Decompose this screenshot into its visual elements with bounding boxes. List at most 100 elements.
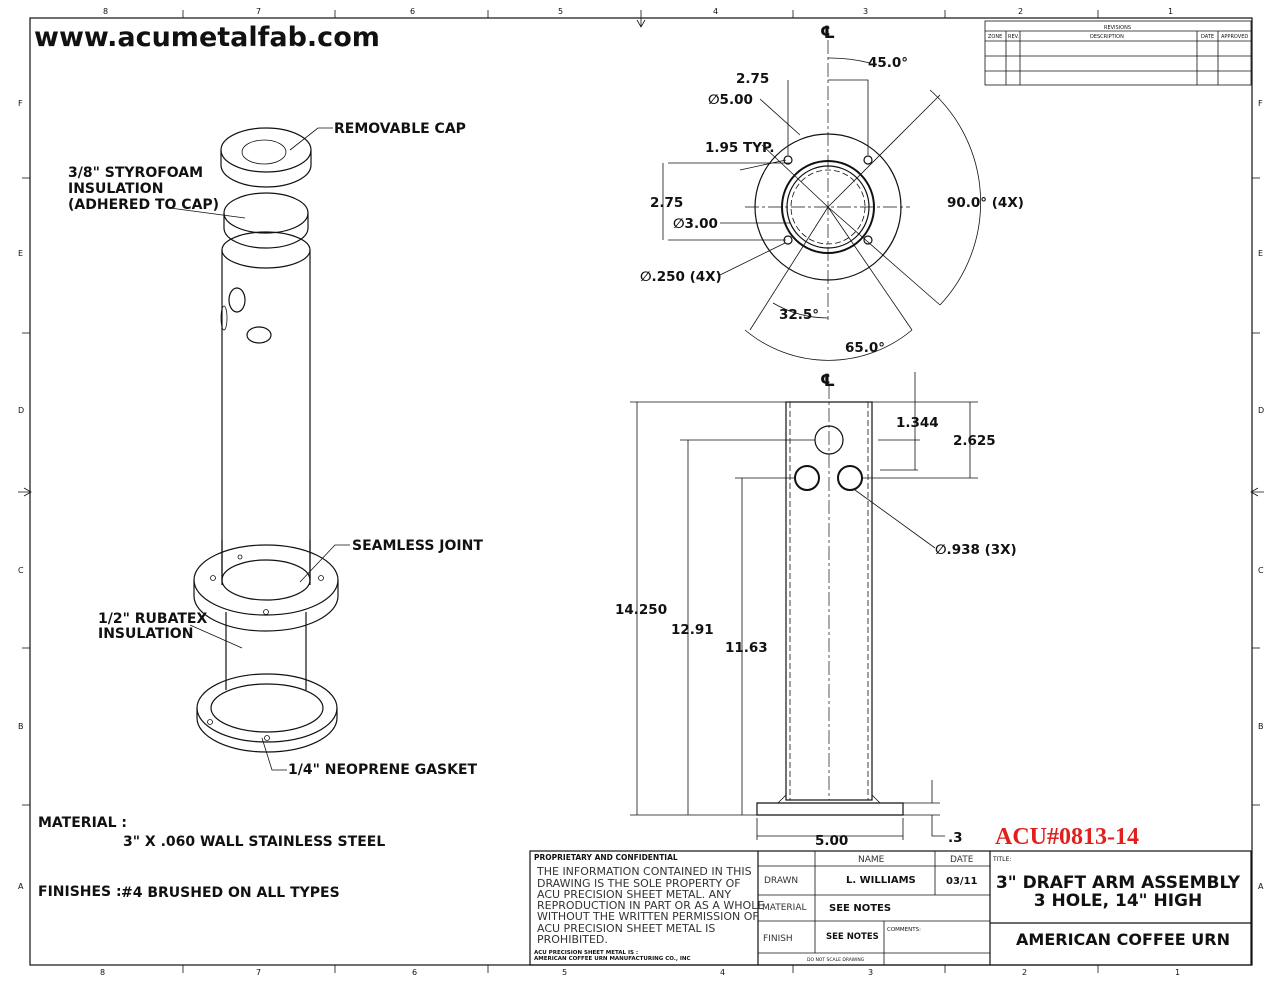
dim-2-625: 2.625	[953, 433, 996, 449]
dim-dia-5: ∅5.00	[708, 92, 753, 108]
proprietary-line: ACU PRECISION SHEET METAL. ANY	[537, 888, 731, 901]
rubatex-label: 1/2" RUBATEX	[98, 611, 207, 627]
proprietary-line: WITHOUT THE WRITTEN PERMISSION OF	[537, 910, 759, 923]
drawn-name: L. WILLIAMS	[846, 875, 916, 886]
proprietary-line: ACU PRECISION SHEET METAL IS	[537, 922, 715, 935]
flange	[193, 540, 339, 632]
dim-dia-3: ∅3.00	[673, 216, 718, 232]
styrofoam-label: INSULATION	[68, 181, 163, 197]
svg-text:A: A	[18, 882, 24, 891]
svg-text:8: 8	[103, 7, 108, 16]
website-url[interactable]: www.acumetalfab.com	[34, 22, 380, 53]
dim-angle-32-5: 32.5°	[779, 307, 819, 323]
svg-text:5: 5	[558, 7, 563, 16]
sheet-border	[29, 17, 1253, 966]
center-arrow-right-icon	[1250, 487, 1264, 497]
center-arrow-left-icon	[18, 487, 32, 497]
material-label: MATERIAL	[762, 903, 807, 913]
finishes-note-label: FINISHES :	[38, 884, 122, 900]
drawn-date: 03/11	[946, 876, 978, 887]
dim-12-91: 12.91	[671, 622, 714, 638]
rubatex-label: INSULATION	[98, 626, 193, 642]
drawing-title: 3 HOLE, 14" HIGH	[1034, 891, 1202, 911]
styrofoam-label: 3/8" STYROFOAM	[68, 165, 203, 181]
removable-cap	[220, 127, 312, 188]
svg-text:REV.: REV.	[1008, 34, 1019, 40]
dim-0-3: .3	[948, 830, 963, 846]
svg-text:ZONE: ZONE	[988, 34, 1002, 40]
material-note-label: MATERIAL :	[38, 815, 127, 831]
svg-text:2: 2	[1022, 968, 1027, 977]
do-not-scale-note: DO NOT SCALE DRAWING	[807, 957, 865, 963]
svg-text:7: 7	[256, 968, 261, 977]
center-arrow-top-icon	[636, 10, 646, 28]
styrofoam-insulation	[223, 192, 309, 249]
proprietary-line: DRAWING IS THE SOLE PROPERTY OF	[537, 877, 741, 890]
svg-text:B: B	[1258, 722, 1264, 731]
svg-text:F: F	[1258, 99, 1263, 108]
front-view: ℄ 1.344 2.625 ∅.938 (3X) 14.250 12.91 11…	[615, 371, 1017, 849]
svg-text:4: 4	[720, 968, 725, 977]
dim-angle-90: 90.0° (4X)	[947, 195, 1024, 211]
centerline-symbol: ℄	[820, 371, 835, 391]
svg-text:4: 4	[713, 7, 718, 16]
dim-5-00: 5.00	[815, 833, 848, 849]
customer-name: AMERICAN COFFEE URN	[1016, 930, 1230, 949]
dim-14-250: 14.250	[615, 602, 667, 618]
finish-label: FINISH	[763, 934, 793, 944]
proprietary-line: PROHIBITED.	[537, 933, 608, 946]
neoprene-gasket	[196, 673, 338, 753]
isometric-assembly-view: REMOVABLE CAP 3/8" STYROFOAM INSULATION …	[68, 121, 483, 778]
svg-text:5: 5	[562, 968, 567, 977]
drawn-label: DRAWN	[764, 876, 798, 886]
svg-text:B: B	[18, 722, 24, 731]
company-line: AMERICAN COFFEE URN MANUFACTURING CO., I…	[534, 956, 691, 962]
dim-dia-250: ∅.250 (4X)	[640, 269, 722, 285]
dim-11-63: 11.63	[725, 640, 768, 656]
date-header: DATE	[950, 855, 974, 865]
finishes-note-value: #4 BRUSHED ON ALL TYPES	[121, 885, 340, 901]
name-header: NAME	[858, 855, 885, 865]
svg-text:REVISIONS: REVISIONS	[1104, 25, 1131, 31]
comments-label: COMMENTS:	[887, 927, 921, 933]
svg-text:E: E	[18, 249, 23, 258]
dim-2-75-top: 2.75	[736, 71, 769, 87]
zone-ticks	[22, 10, 1260, 973]
dim-dia-938: ∅.938 (3X)	[935, 542, 1017, 558]
drawing-title: 3" DRAFT ARM ASSEMBLY	[996, 873, 1241, 893]
svg-text:7: 7	[256, 7, 261, 16]
material-value: SEE NOTES	[829, 903, 891, 914]
dim-2-75-side: 2.75	[650, 195, 683, 211]
svg-text:8: 8	[100, 968, 105, 977]
proprietary-heading: PROPRIETARY AND CONFIDENTIAL	[534, 853, 678, 862]
dim-1-344: 1.344	[896, 415, 939, 431]
svg-text:DESCRIPTION: DESCRIPTION	[1090, 34, 1124, 40]
proprietary-line: REPRODUCTION IN PART OR AS A WHOLE	[537, 899, 764, 912]
part-number: ACU#0813-14	[995, 824, 1139, 850]
dim-angle-65: 65.0°	[845, 340, 885, 356]
rubatex-insulation	[225, 612, 307, 690]
svg-text:D: D	[18, 406, 24, 415]
svg-text:A: A	[1258, 882, 1264, 891]
svg-text:6: 6	[412, 968, 417, 977]
svg-text:D: D	[1258, 406, 1264, 415]
title-block: PROPRIETARY AND CONFIDENTIAL THE INFORMA…	[529, 850, 1252, 966]
svg-text:3: 3	[863, 7, 868, 16]
svg-text:DATE: DATE	[1201, 34, 1214, 40]
material-note-value: 3" X .060 WALL STAINLESS STEEL	[123, 834, 385, 850]
centerline-symbol: ℄	[820, 23, 835, 43]
svg-text:C: C	[1258, 566, 1264, 575]
svg-text:C: C	[18, 566, 24, 575]
notes: MATERIAL : 3" X .060 WALL STAINLESS STEE…	[38, 815, 385, 901]
svg-text:1: 1	[1168, 7, 1173, 16]
svg-text:2: 2	[1018, 7, 1023, 16]
dim-angle-45: 45.0°	[868, 55, 908, 71]
company-line: ACU PRECISION SHEET METAL IS :	[534, 950, 638, 956]
top-view: ℄ 45.0° 2.75 ∅5.00 1.95 TYP. 2.75 ∅3.00 …	[640, 23, 1024, 361]
svg-text:3: 3	[868, 968, 873, 977]
svg-text:6: 6	[410, 7, 415, 16]
